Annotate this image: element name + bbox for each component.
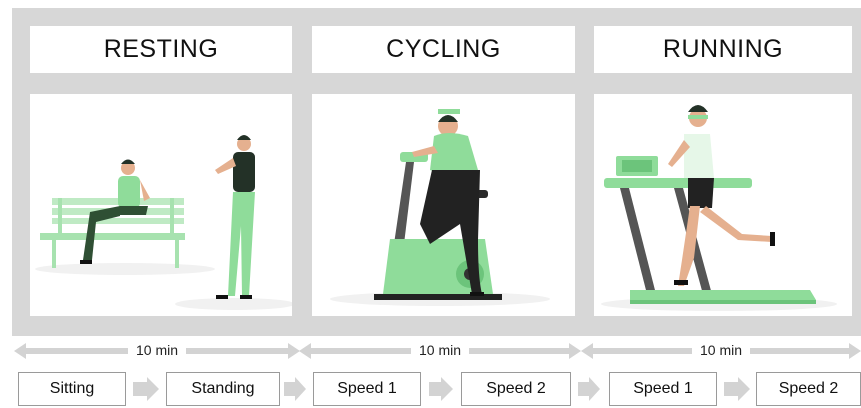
duration-label-resting: 10 min xyxy=(128,342,186,358)
step-arrow-icon xyxy=(578,377,600,401)
stage-title-cycling: CYCLING xyxy=(312,26,575,73)
duration-label-running: 10 min xyxy=(692,342,750,358)
duration-arrow-cycling: 10 min xyxy=(299,340,575,362)
duration-arrow-running: 10 min xyxy=(581,340,857,362)
step-running-speed-1: Speed 1 xyxy=(609,372,717,406)
stage-title-resting: RESTING xyxy=(30,26,292,73)
stage-title-running: RUNNING xyxy=(594,26,852,73)
step-cycling-speed-1: Speed 1 xyxy=(313,372,421,406)
standing-person-icon xyxy=(215,135,255,299)
resting-illustration xyxy=(30,94,292,316)
step-arrow-icon xyxy=(133,377,159,401)
duration-label-cycling: 10 min xyxy=(411,342,469,358)
step-arrow-icon xyxy=(284,377,306,401)
step-cycling-speed-2: Speed 2 xyxy=(461,372,571,406)
step-running-speed-2: Speed 2 xyxy=(756,372,861,406)
step-arrow-icon xyxy=(724,377,750,401)
cycling-illustration xyxy=(312,94,575,316)
step-arrow-icon xyxy=(429,377,453,401)
step-sitting: Sitting xyxy=(18,372,126,406)
running-illustration xyxy=(594,94,852,316)
step-standing: Standing xyxy=(166,372,280,406)
duration-arrow-resting: 10 min xyxy=(14,340,290,362)
